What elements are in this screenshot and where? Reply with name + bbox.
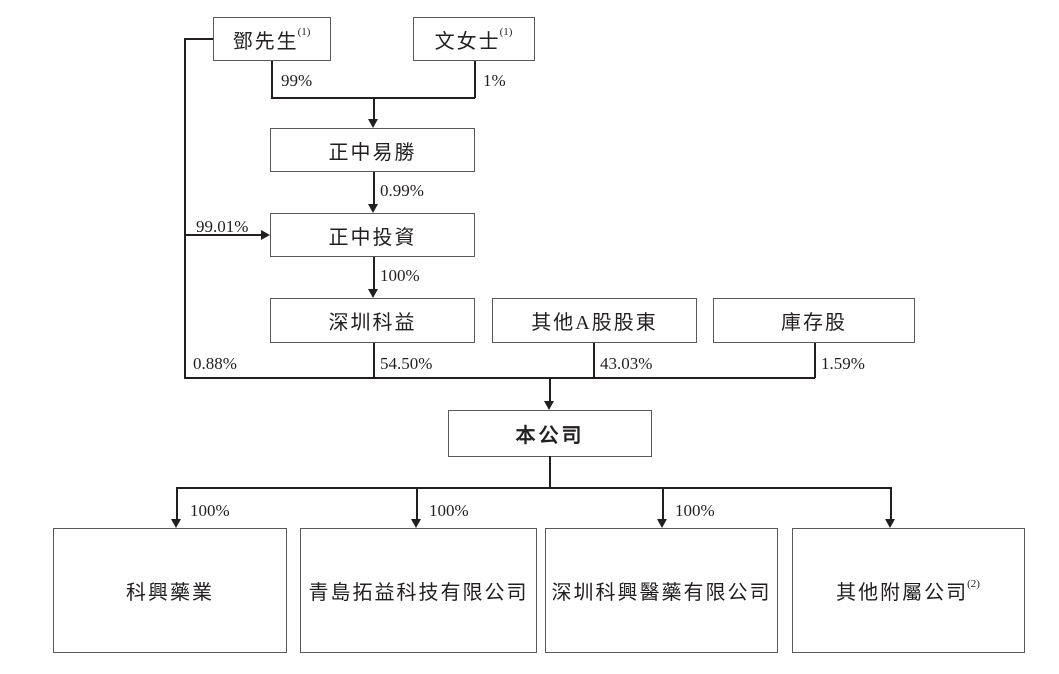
edge-label-keyi-company: 54.50% — [380, 354, 433, 373]
node-zhengzhong-yisheng: 正中易勝 — [270, 128, 475, 172]
edge-label-wen-yisheng: 1% — [483, 71, 506, 90]
node-qingdao-tuoyi: 青島拓益科技有限公司 — [300, 528, 537, 653]
edge-label-deng-investment: 99.01% — [196, 217, 249, 236]
footnote-superscript: (1) — [297, 26, 311, 38]
node-label: 鄧先生 — [232, 30, 299, 53]
connector-line — [176, 487, 178, 519]
arrow-down-icon — [411, 519, 421, 528]
connector-line — [184, 38, 186, 378]
connector-line — [593, 343, 595, 378]
arrow-down-icon — [368, 289, 378, 298]
connector-line — [890, 487, 892, 519]
edge-label-yisheng-investment: 0.99% — [380, 181, 424, 200]
node-ms-wen: 文女士(1) — [413, 17, 535, 61]
arrow-right-icon — [261, 230, 270, 240]
node-the-company: 本公司 — [448, 410, 652, 457]
edge-label-investment-keyi: 100% — [380, 266, 420, 285]
edge-label-treasury-company: 1.59% — [821, 354, 865, 373]
connector-line — [184, 377, 815, 379]
connector-line — [549, 456, 551, 488]
node-label: 深圳科興醫藥有限公司 — [551, 582, 772, 604]
edge-label-deng-company: 0.88% — [193, 354, 237, 373]
footnote-superscript: (1) — [499, 26, 513, 38]
connector-line — [271, 61, 273, 98]
node-treasury-shares: 庫存股 — [713, 298, 915, 343]
connector-line — [185, 38, 213, 40]
arrow-down-icon — [368, 204, 378, 213]
node-label: 青島拓益科技有限公司 — [308, 582, 529, 604]
node-kexing-pharmaceutical: 科興藥業 — [53, 528, 287, 653]
edge-label-company-szkexing: 100% — [675, 501, 715, 520]
edge-label-a-holders-company: 43.03% — [600, 354, 653, 373]
node-label: 科興藥業 — [126, 582, 214, 604]
connector-line — [416, 487, 418, 519]
node-label: 其他A股股東 — [531, 312, 658, 334]
node-mr-deng: 鄧先生(1) — [213, 17, 331, 61]
connector-line — [373, 343, 375, 378]
connector-line — [185, 234, 261, 236]
node-label: 文女士 — [434, 30, 501, 53]
connector-line — [814, 343, 816, 378]
connector-line — [662, 487, 664, 519]
arrow-down-icon — [885, 519, 895, 528]
connector-line — [549, 377, 551, 401]
node-label: 庫存股 — [781, 312, 847, 334]
footnote-superscript: (2) — [967, 577, 980, 590]
arrow-down-icon — [657, 519, 667, 528]
node-shenzhen-kexing-medical: 深圳科興醫藥有限公司 — [545, 528, 778, 653]
node-other-a-share-holders: 其他A股股東 — [492, 298, 697, 343]
connector-line — [176, 487, 891, 489]
edge-label-company-qingdao: 100% — [429, 501, 469, 520]
node-zhengzhong-investment: 正中投資 — [270, 213, 475, 257]
node-label: 本公司 — [515, 425, 585, 447]
arrow-down-icon — [171, 519, 181, 528]
node-other-subsidiaries: 其他附屬公司(2) — [792, 528, 1025, 653]
connector-line — [373, 97, 375, 120]
connector-line — [474, 61, 476, 98]
connector-line — [373, 257, 375, 289]
edge-label-deng-yisheng: 99% — [281, 71, 313, 90]
node-label: 正中易勝 — [328, 141, 417, 164]
arrow-down-icon — [368, 119, 378, 128]
edge-label-company-kexing: 100% — [190, 501, 230, 520]
node-label: 正中投資 — [328, 226, 417, 249]
connector-line — [373, 172, 375, 204]
node-label: 深圳科益 — [328, 312, 417, 334]
node-shenzhen-keyi: 深圳科益 — [270, 298, 475, 343]
node-label: 其他附屬公司 — [836, 582, 969, 604]
arrow-down-icon — [544, 401, 554, 410]
